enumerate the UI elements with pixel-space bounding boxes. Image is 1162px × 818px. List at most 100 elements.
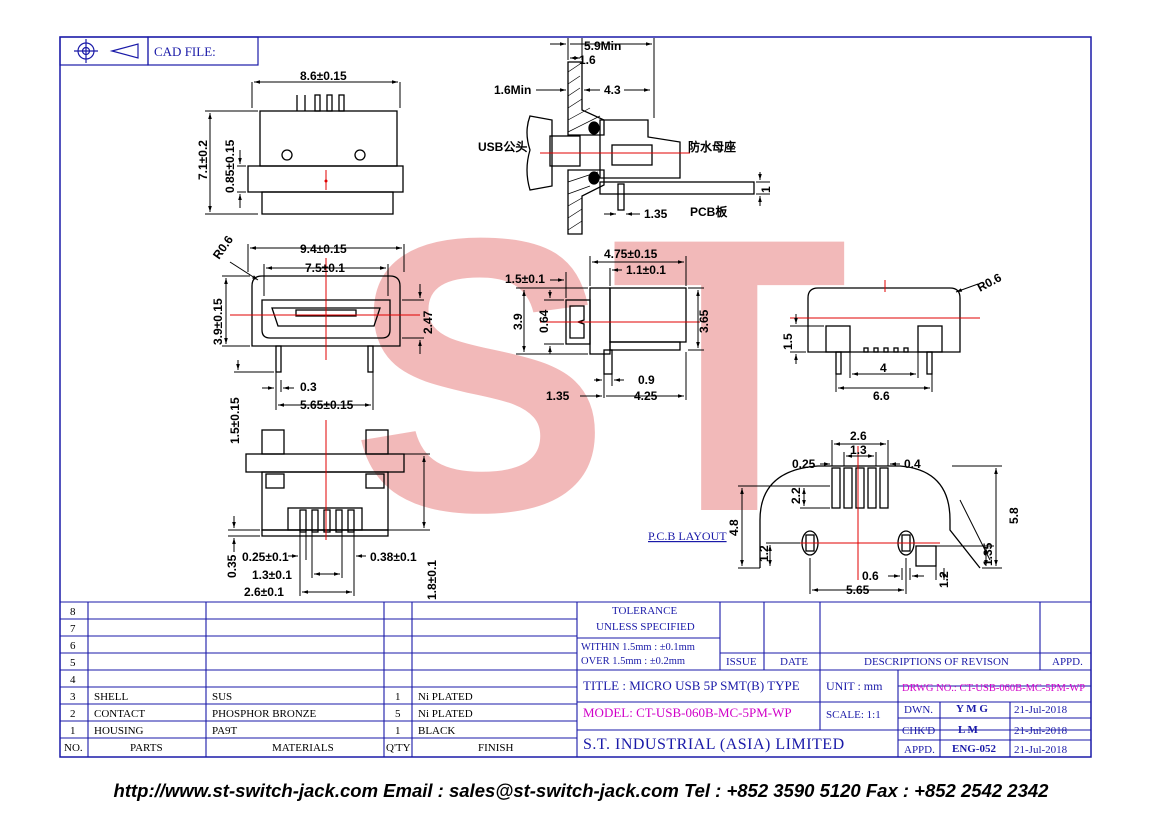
dim-side-depth: 4.3: [604, 83, 621, 97]
checked-name: L M: [958, 724, 978, 736]
bom-qty: 1: [395, 691, 401, 703]
bom-row-no: 6: [70, 640, 76, 652]
dim-side-pcb-thickness: 1: [759, 186, 773, 193]
dim-layout-48: 4.8: [727, 519, 741, 536]
dim-side-offset: 1.35: [644, 207, 668, 221]
approved-date: 21-Jul-2018: [1014, 744, 1068, 756]
tolerance-over: OVER 1.5mm : ±0.2mm: [581, 656, 685, 667]
revision-issue: ISSUE: [726, 656, 757, 668]
dim-layout-12a: 1.2: [757, 545, 771, 562]
dim-bottom-d3: 1.3±0.1: [252, 568, 292, 582]
tolerance-title: TOLERANCE: [612, 605, 677, 617]
dim-front-pin: 0.3: [300, 380, 317, 394]
dim-front-pin-span: 5.65±0.15: [300, 398, 354, 412]
bom-qty: 5: [395, 708, 401, 720]
drawn-name: Y M G: [956, 703, 988, 715]
approved-name: ENG-052: [952, 743, 997, 755]
end-view: [790, 280, 980, 392]
contact-footer: http://www.st-switch-jack.com Email : sa…: [113, 780, 1049, 801]
bom-header-finish: FINISH: [478, 742, 514, 754]
unit-label: UNIT : mm: [826, 679, 883, 693]
dim-layout-04: 0.4: [904, 457, 921, 471]
checked-date: 21-Jul-2018: [1014, 725, 1068, 737]
dim-top-height: 7.1±0.2: [196, 140, 210, 180]
dim-side-wall: 1.6: [579, 53, 596, 67]
bottom-view: [228, 420, 430, 596]
dim-layout-025: 0.25: [792, 457, 816, 471]
bom-row-no: 4: [70, 674, 76, 686]
bom-qty: 1: [395, 725, 401, 737]
revision-date: DATE: [780, 656, 808, 668]
tolerance-subtitle: UNLESS SPECIFIED: [596, 621, 695, 633]
company-name: S.T. INDUSTRIAL (ASIA) LIMITED: [583, 736, 845, 753]
label-pcb-board: PCB板: [690, 204, 728, 219]
sheet-border: [59, 36, 1092, 758]
dim-bottom-d2: 0.38±0.1: [370, 550, 417, 564]
front-view: [222, 244, 424, 410]
dim-profile-tail3: 1.35: [546, 389, 570, 403]
dim-layout-22: 2.2: [789, 487, 803, 504]
dim-layout-565: 5.65: [846, 583, 870, 597]
dim-bottom-d4: 2.6±0.1: [244, 585, 284, 599]
bom-header-no: NO.: [64, 742, 83, 754]
dim-layout-135: 1.35: [981, 542, 995, 566]
bom-header-materials: MATERIALS: [272, 742, 334, 754]
dim-profile-tail: 0.9: [638, 373, 655, 387]
scale-label: SCALE: 1:1: [826, 709, 881, 721]
dim-top-width: 8.6±0.15: [300, 69, 347, 83]
revision-description: DESCRIPTIONS OF REVISON: [864, 656, 1009, 668]
dim-profile-h3: 3.65: [697, 309, 711, 333]
bom-part: SHELL: [94, 691, 129, 703]
dim-profile-h2: 0.64: [537, 309, 551, 333]
dim-layout-06: 0.6: [862, 569, 879, 583]
dim-front-leg: 1.5±0.15: [228, 397, 242, 444]
drawing-number: DRWG NO.: CT-USB-060B-MC-5PM-WP: [902, 683, 1085, 694]
bom-items: SHELL SUS 1 Ni PLATED CONTACT PHOSPHOR B…: [94, 691, 473, 737]
model-number: MODEL: CT-USB-060B-MC-5PM-WP: [583, 705, 792, 720]
drawn-date: 21-Jul-2018: [1014, 704, 1068, 716]
label-waterproof-socket: 防水母座: [688, 139, 736, 154]
bom-part: HOUSING: [94, 725, 144, 737]
projection-symbol-icon: [74, 39, 139, 63]
dim-bottom-d1: 0.25±0.1: [242, 550, 289, 564]
side-profile-view: [516, 256, 704, 400]
dim-end-h: 1.5: [781, 333, 795, 350]
drawing-title: TITLE : MICRO USB 5P SMT(B) TYPE: [583, 678, 800, 693]
dim-layout-13: 1.3: [850, 443, 867, 457]
bom-row-no: 7: [70, 623, 76, 635]
bom-table: [60, 601, 1091, 757]
drawn-label: DWN.: [904, 704, 933, 716]
bom-header-parts: PARTS: [130, 742, 163, 754]
bom-row-no: 8: [70, 606, 76, 618]
top-view: [205, 80, 404, 215]
dim-end-pitch: 4: [880, 361, 887, 375]
side-mount-view: [526, 38, 770, 235]
bom-header-qty: Q'TY: [386, 742, 411, 754]
dim-side-panel: 5.9Min: [584, 39, 621, 53]
dim-bottom-d5: 0.35: [225, 554, 239, 578]
dim-front-outer: 9.4±0.15: [300, 242, 347, 256]
dim-layout-58: 5.8: [1007, 507, 1021, 524]
dim-profile-step2: 1.1±0.1: [626, 263, 666, 277]
dim-front-opening: 2.47: [421, 310, 435, 334]
checked-label: CHK'D: [902, 725, 935, 737]
revision-appd: APPD.: [1052, 656, 1083, 668]
bom-row-no: 2: [70, 708, 76, 720]
dim-profile-step: 1.5±0.1: [505, 272, 545, 286]
dim-profile-h1: 3.9: [511, 313, 525, 330]
bom-finish: BLACK: [418, 725, 455, 737]
bom-row-no: 3: [70, 691, 76, 703]
dim-layout-26: 2.6: [850, 429, 867, 443]
bom-material: PHOSPHOR BRONZE: [212, 708, 316, 720]
tolerance-within: WITHIN 1.5mm : ±0.1mm: [581, 642, 695, 653]
bom-row-no: 5: [70, 657, 76, 669]
title-block-grid: [577, 602, 1091, 757]
bom-material: PA9T: [212, 725, 238, 737]
bom-part: CONTACT: [94, 708, 145, 720]
dim-bottom-d6: 1.8±0.1: [425, 560, 439, 600]
dim-front-height: 3.9±0.15: [211, 298, 225, 345]
dim-end-radius: R0.6: [975, 270, 1004, 294]
dim-side-min-panel: 1.6Min: [494, 83, 531, 97]
st-watermark: ST: [350, 157, 848, 593]
